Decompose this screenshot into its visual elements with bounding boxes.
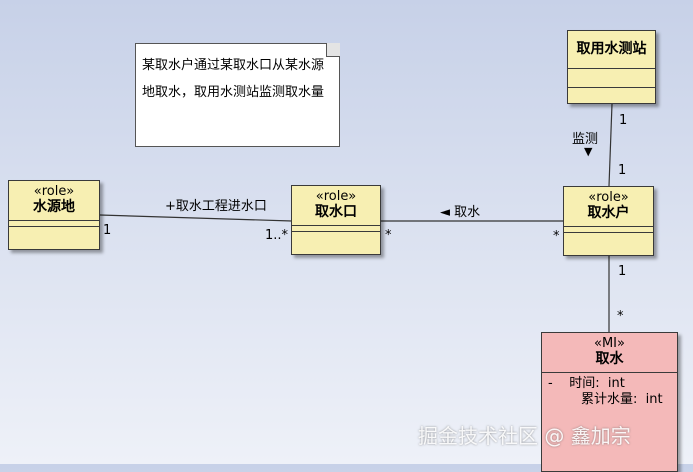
- attribute-row: 累计水量: int: [548, 392, 671, 408]
- class-cezhan[interactable]: 取用水测站: [567, 30, 656, 104]
- attribute-row: - 时间: int: [548, 376, 671, 392]
- note-fold-corner: [326, 43, 340, 57]
- class-shuiyuandi[interactable]: «role» 水源地: [8, 180, 100, 250]
- attribute-text: 时间: int: [569, 376, 625, 391]
- operation-compartment: [568, 87, 655, 93]
- class-header: «role» 取水口: [292, 186, 380, 226]
- operation-compartment: [9, 226, 99, 232]
- multiplicity-user-top: 1: [618, 163, 627, 178]
- operation-compartment: [292, 231, 380, 237]
- class-header: «role» 水源地: [9, 181, 99, 221]
- class-name: 取水户: [587, 205, 630, 221]
- assoc-label-station-user: 监测: [572, 132, 599, 147]
- multiplicity-user-bottom: 1: [618, 264, 627, 279]
- multiplicity-source: 1: [103, 223, 112, 238]
- attribute-compartment: [568, 69, 655, 87]
- watermark: 掘金技术社区 @ 鑫加宗: [418, 424, 631, 448]
- class-qushuikou[interactable]: «role» 取水口: [291, 185, 381, 255]
- class-header: «MI» 取水: [542, 333, 677, 373]
- multiplicity-intake-1n: 1..*: [265, 228, 289, 243]
- multiplicity-intake: *: [385, 228, 392, 243]
- multiplicity-station: 1: [619, 113, 628, 128]
- stereotype-label: «role»: [33, 184, 75, 199]
- multiplicity-qushui: *: [617, 309, 624, 324]
- stereotype-label: «role»: [588, 190, 629, 205]
- class-header: «role» 取水户: [564, 187, 653, 227]
- comment-note: 某取水户通过某取水口从某水源地取水，取用水测站监测取水量: [135, 43, 340, 147]
- multiplicity-user-left: *: [553, 229, 560, 244]
- operation-compartment: [564, 232, 653, 238]
- class-qushui[interactable]: «MI» 取水 - 时间: int 累计水量: int: [541, 332, 678, 472]
- attribute-text: 累计水量: int: [581, 392, 663, 407]
- class-name: 取用水测站: [576, 41, 647, 57]
- attribute-visibility: -: [548, 376, 553, 391]
- station-user-line: [608, 103, 613, 187]
- class-name: 取水口: [315, 204, 357, 220]
- attribute-compartment: - 时间: int 累计水量: int: [542, 373, 677, 411]
- class-name: 水源地: [33, 199, 75, 215]
- source-intake-line: [99, 214, 293, 222]
- class-qushuihu[interactable]: «role» 取水户: [563, 186, 654, 256]
- assoc-label-source-intake: +取水工程进水口: [165, 199, 267, 214]
- assoc-label-intake-user: ◄ 取水: [440, 205, 481, 220]
- class-header: 取用水测站: [568, 31, 655, 69]
- note-text: 某取水户通过某取水口从某水源地取水，取用水测站监测取水量: [142, 58, 325, 100]
- stereotype-label: «role»: [315, 189, 357, 204]
- direction-arrow-icon: ▼: [584, 145, 593, 158]
- stereotype-label: «MI»: [594, 336, 625, 351]
- class-name: 取水: [595, 351, 624, 367]
